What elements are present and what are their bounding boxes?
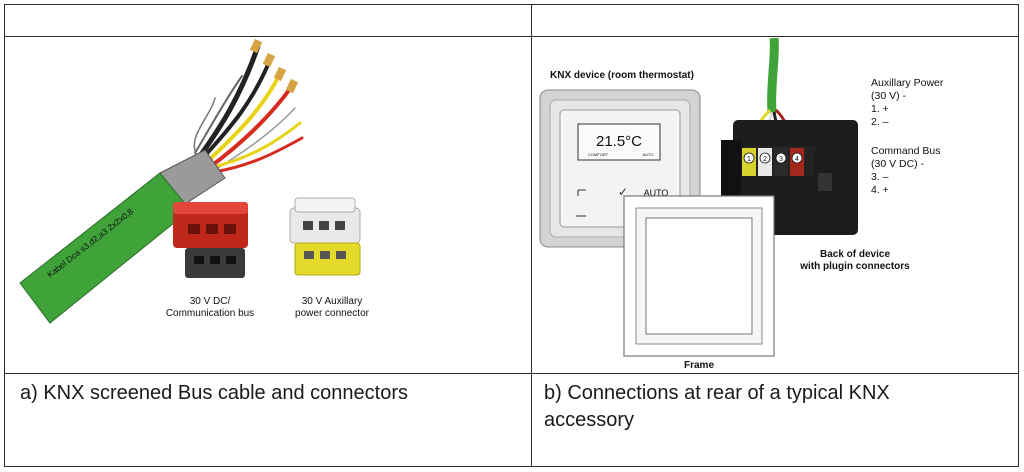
wire-tips — [249, 38, 299, 94]
back-of-device-label: Back of device with plugin connectors — [800, 249, 910, 272]
column-divider — [531, 4, 532, 467]
device-title: KNX device (room thermostat) — [550, 70, 694, 81]
terminal-block: 1 2 3 4 — [742, 148, 804, 176]
terminal-1: 1 — [747, 156, 751, 163]
display-mode-left: COMFORT — [588, 152, 609, 157]
aux-power-label: Auxillary Power (30 V) - 1. + 2. – — [871, 77, 944, 128]
caption-row-divider — [4, 373, 1019, 374]
auto-label: AUTO — [644, 188, 669, 198]
red-connector — [173, 202, 248, 278]
display-mode-right: AUTO — [642, 152, 653, 157]
display-temperature: 21.5°C — [596, 133, 642, 150]
header-row-divider — [4, 36, 1019, 37]
command-bus-label: Command Bus (30 V DC) - 3. – 4. + — [871, 145, 941, 196]
terminal-4: 4 — [795, 156, 799, 163]
thermostat-illustration: 1 2 3 4 21.5°C COMFORT AUTO ✓ AUTO — [539, 38, 858, 357]
right-caption: b) Connections at rear of a typical KNX … — [544, 382, 890, 431]
yellow-connector-label: 30 V Auxillary power connector — [295, 296, 369, 319]
figure-table — [4, 4, 1019, 467]
yellow-connector — [289, 197, 361, 276]
frame — [623, 195, 775, 357]
frame-label: Frame — [684, 360, 715, 371]
device-cable — [767, 38, 779, 114]
check-mark: ✓ — [618, 185, 628, 199]
cable-wires — [193, 43, 304, 174]
red-connector-label: 30 V DC/ Communication bus — [165, 296, 255, 319]
terminal-3: 3 — [779, 156, 783, 163]
left-caption: a) KNX screened Bus cable and connectors — [20, 382, 408, 404]
terminal-2: 2 — [763, 156, 767, 163]
knx-cable-illustration: Kabel Dca s3,d2,a3 2x2x0,8 — [19, 38, 361, 324]
